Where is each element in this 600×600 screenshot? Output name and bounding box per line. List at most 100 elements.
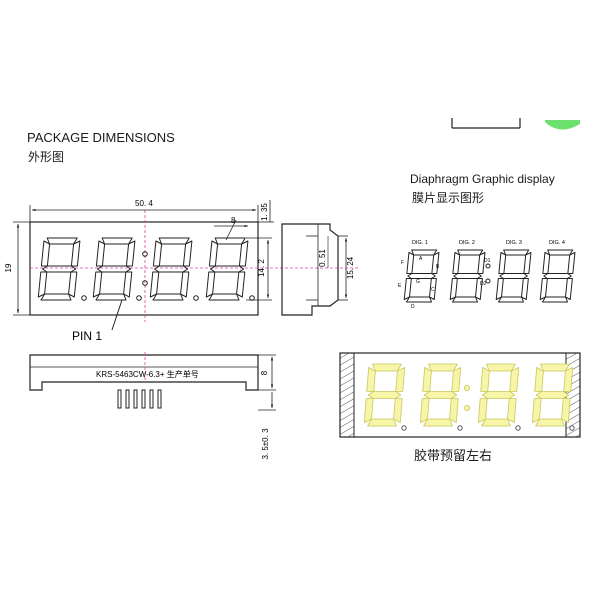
diaphragm-colon-top [485,263,491,269]
segment-a-digit-4 [540,363,570,372]
segment-a-digit-2 [428,363,458,372]
segment-b-digit-1 [431,252,440,274]
segment-c-digit-4 [561,398,571,423]
cropped-artifact [451,118,580,130]
segment-d-digit-2 [95,293,127,301]
side-view [281,223,348,316]
segment-g-digit-3 [481,391,516,399]
segment-b-digit-3 [523,252,532,274]
front-digits [37,237,255,301]
lit-decimal-4 [569,425,575,431]
segment-a-digit-1 [372,363,402,372]
segment-c-digit-1 [68,271,78,298]
segment-e-digit-1 [363,398,374,423]
segment-a-digit-3 [486,363,516,372]
segment-d-digit-1 [40,293,72,301]
decimal-point-1 [81,295,87,301]
segment-g-digit-4 [210,265,245,273]
segment-f-digit-3 [152,240,163,267]
dim-width [29,205,259,222]
dim-angle-label: 8 [231,216,236,225]
segment-c-digit-4 [236,271,246,298]
dim-angle [214,219,249,241]
seg-label-b: B [436,264,440,270]
dig-label-1: DIG. 1 [412,240,428,246]
segment-b-digit-1 [395,367,406,392]
segment-a-digit-3 [158,237,190,245]
front-view [29,210,360,331]
segment-f-digit-4 [542,252,551,274]
seg-label-g: G [416,279,420,285]
pin-1-label: PIN 1 [72,329,102,343]
lit-decimal-1 [401,425,407,431]
dig-label-3: DIG. 3 [506,240,522,246]
segment-f-digit-2 [422,367,432,392]
segment-c-digit-1 [393,398,403,423]
dot-label-d2: D2 [480,281,487,287]
diaphragm-title: Diaphragm Graphic display [410,172,555,186]
diaphragm-labels: DIG. 1 DIG. 2 DIG. 3 DIG. 4 A B C D E F … [398,240,565,310]
dig-label-4: DIG. 4 [549,240,565,246]
segment-a-digit-2 [457,249,484,256]
segment-a-digit-1 [46,237,78,245]
segment-e-digit-1 [403,278,412,300]
segment-e-digit-4 [531,398,542,423]
segment-c-digit-3 [180,271,190,298]
segment-d-digit-4 [535,418,565,427]
decimal-point-2 [136,295,142,301]
pin-2 [125,389,130,409]
segment-g-digit-2 [453,273,482,279]
segment-d-digit-2 [423,418,453,427]
segment-g-digit-1 [367,391,402,399]
segment-f-digit-1 [406,252,415,274]
diaphragm-colon-bottom [485,278,491,284]
segment-b-digit-2 [451,367,462,392]
lit-decimal-2 [457,425,463,431]
segment-d-digit-2 [452,296,478,303]
segment-d-digit-3 [498,296,524,303]
seg-label-d: D [411,304,415,310]
segment-f-digit-1 [366,367,376,392]
segment-e-digit-4 [539,278,548,300]
package-subtitle: 外形图 [28,150,65,164]
lit-display [339,352,581,438]
segment-a-digit-4 [547,249,574,256]
segment-c-digit-4 [565,278,573,300]
segment-a-digit-2 [101,237,133,245]
segment-e-digit-3 [495,278,504,300]
dim-side-height-label: 15. 24 [346,256,355,279]
dim-seg-height-label: 14. 2 [257,259,266,277]
dim-pin-length-label: 3. 5±0. 3 [261,428,270,460]
segment-d-digit-1 [367,418,397,427]
pin-5 [149,389,154,409]
segment-d-digit-1 [406,296,432,303]
segment-b-digit-4 [563,367,574,392]
seg-label-e: E [398,283,402,289]
segment-b-digit-4 [238,240,249,267]
segment-d-digit-3 [481,418,511,427]
segment-a-digit-1 [411,249,438,256]
pin-1 [117,389,122,409]
segment-g-digit-3 [499,273,528,279]
pins [117,389,162,409]
diaphragm-digits [403,249,576,303]
dim-height-label: 19 [4,263,13,272]
segment-e-digit-4 [205,271,216,298]
segment-f-digit-2 [95,240,106,267]
segment-g-digit-4 [535,391,570,399]
segment-b-digit-3 [509,367,520,392]
segment-d-digit-4 [208,293,240,301]
segment-b-digit-4 [567,252,576,274]
segment-f-digit-1 [40,240,51,267]
segment-e-digit-3 [477,398,488,423]
dim-width-label: 50. 4 [135,199,153,208]
seg-label-f: F [401,260,404,266]
pin-6 [157,389,162,409]
segment-c-digit-3 [507,398,517,423]
seg-label-c: C [431,287,435,293]
lit-decimal-3 [515,425,521,431]
segment-d-digit-3 [152,293,184,301]
dot-label-d1: D1 [484,258,491,264]
segment-e-digit-2 [419,398,430,423]
lit-digits [363,363,575,431]
